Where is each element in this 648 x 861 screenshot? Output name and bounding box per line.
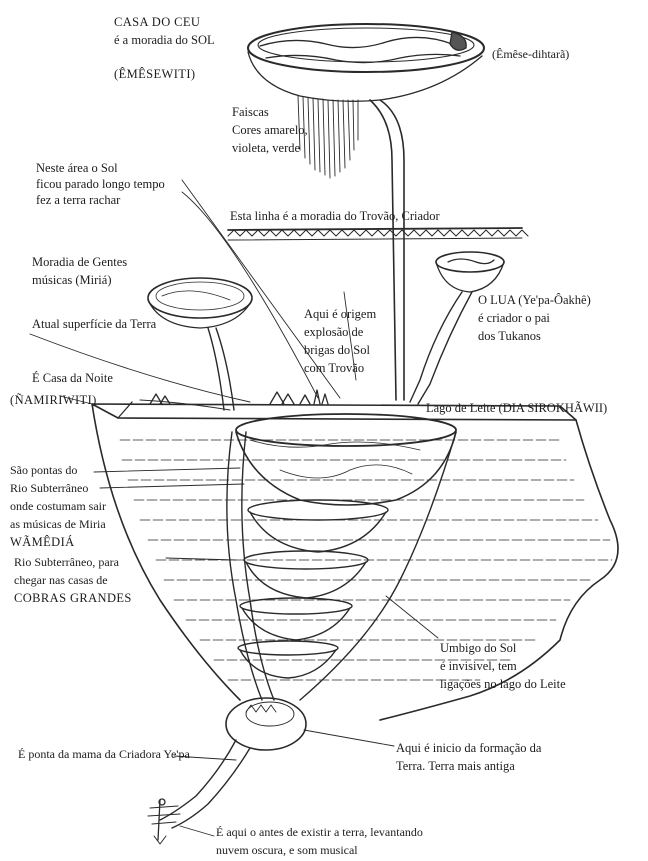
label-umbigo-3: ligações no lago do Leite: [440, 676, 566, 692]
label-inicio-1: Aqui é inicio da formação da: [396, 740, 541, 756]
label-sol-parado-2: ficou parado longo tempo: [36, 176, 165, 192]
label-antes-1: É aqui o antes de existir a terra, levan…: [216, 824, 423, 840]
label-sol-parado-1: Neste área o Sol: [36, 160, 118, 176]
label-origem-1: Aqui é origem: [304, 306, 376, 322]
label-rio-1: Rio Subterrâneo, para: [14, 554, 119, 570]
origin-stack: [148, 799, 180, 844]
mama-bulb: [160, 698, 306, 828]
subterranean-bowls: [238, 500, 388, 678]
label-pontas-3: onde costumam sair: [10, 498, 106, 514]
label-faiscas-1: Cores amarelo,: [232, 122, 308, 138]
label-faiscas: Faiscas: [232, 104, 269, 120]
label-lua-2: é criador o pai: [478, 310, 550, 326]
label-origem-2: explosão de: [304, 324, 363, 340]
label-origem-3: brigas do Sol: [304, 342, 370, 358]
label-faiscas-2: violeta, verde: [232, 140, 300, 156]
label-origem-4: com Trovão: [304, 360, 364, 376]
label-antes-2: nuvem oscura, e som musical: [216, 842, 358, 858]
label-wamedia: WÃMÊDIÁ: [10, 534, 75, 550]
label-gentes-2: músicas (Miriá): [32, 272, 112, 288]
label-moradia-sol: é a moradia do SOL: [114, 32, 215, 48]
trovao-line: [228, 228, 528, 240]
label-namiriwiti: (ÑAMIRIWITI): [10, 392, 97, 408]
sky-stem: [370, 100, 404, 400]
earth-body: [92, 404, 618, 720]
label-pontas-2: Rio Subterrâneo: [10, 480, 88, 496]
label-emesewiti: (ÊMÊSEWITI): [114, 66, 195, 82]
label-pontas-1: São pontas do: [10, 462, 77, 478]
label-lua-3: dos Tukanos: [478, 328, 541, 344]
label-linha-trovao: Esta linha é a moradia do Trovão, Criado…: [230, 208, 440, 224]
label-gentes-1: Moradia de Gentes: [32, 254, 127, 270]
label-umbigo-1: Umbigo do Sol: [440, 640, 516, 656]
label-lago-leite: Lago de Leite (DIA SIROKHÃWII): [426, 400, 607, 416]
label-superficie: Atual superfície da Terra: [32, 316, 156, 332]
label-casa-do-ceu: CASA DO CEU: [114, 14, 200, 30]
label-inicio-2: Terra. Terra mais antiga: [396, 758, 515, 774]
label-rio-3: COBRAS GRANDES: [14, 590, 132, 606]
label-sol-parado-3: fez a terra rachar: [36, 192, 120, 208]
label-mama: É ponta da mama da Criadora Ye'pa: [18, 746, 190, 762]
casa-do-ceu-bowl: [248, 24, 484, 101]
label-emese-dihtara: (Êmêse-dihtarã): [492, 46, 569, 62]
label-umbigo-2: é invisivel, tem: [440, 658, 517, 674]
label-rio-2: chegar nas casas de: [14, 572, 108, 588]
lago-de-leite: [236, 414, 456, 505]
label-casa-noite: É Casa da Noite: [32, 370, 113, 386]
label-lua-1: O LUA (Ye'pa-Ôakhê): [478, 292, 591, 308]
label-pontas-4: as músicas de Miria: [10, 516, 106, 532]
